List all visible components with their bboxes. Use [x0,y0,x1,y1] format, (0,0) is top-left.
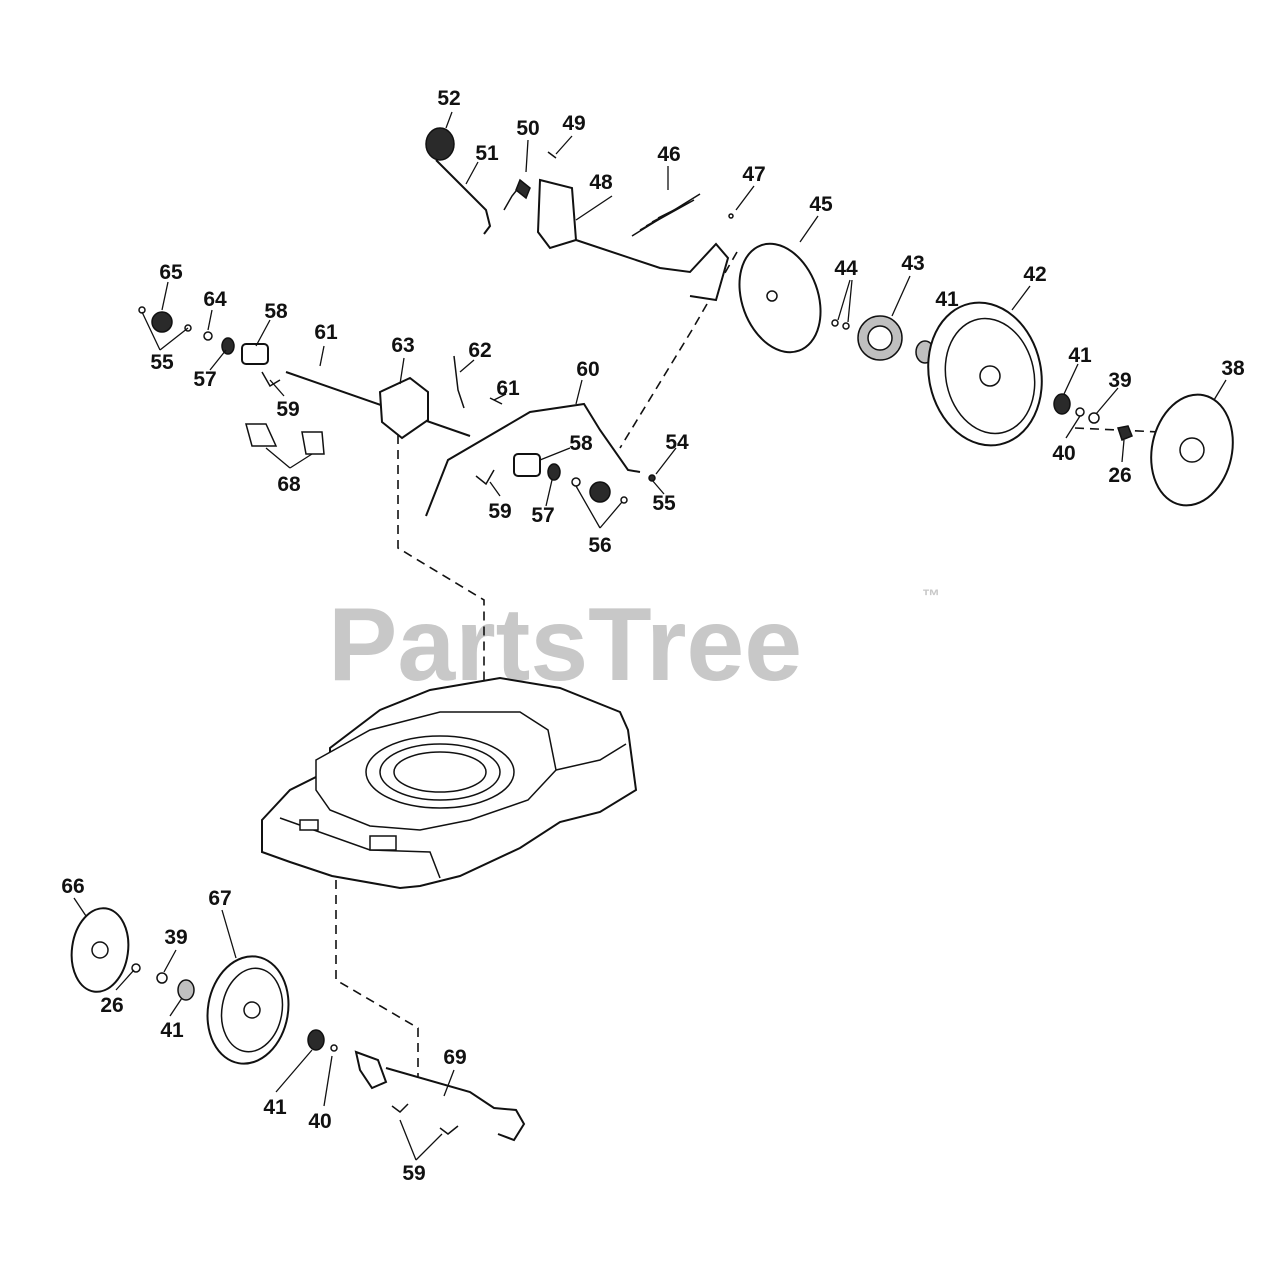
callout-62: 62 [468,339,491,362]
callout-48: 48 [589,171,613,194]
callout-66: 66 [61,875,84,898]
callout-41-front-inner: 41 [160,1019,184,1042]
watermark-trademark: ™ [922,586,940,606]
callout-63: 63 [391,334,414,357]
lever-assembly [425,127,734,302]
callout-55-right: 55 [652,492,676,515]
callout-61-right: 61 [496,377,520,400]
callout-68: 68 [277,473,301,496]
callout-26-rear: 26 [1108,464,1131,487]
callout-41-front-outer: 41 [263,1096,287,1119]
callout-40-front: 40 [308,1110,331,1133]
callout-61-left: 61 [314,321,338,344]
callout-45: 45 [809,193,833,216]
callout-labels: 52 51 50 49 48 46 47 45 44 43 42 41 41 3… [61,87,1245,1185]
callout-41-rear-inner: 41 [935,288,959,311]
leader-lines [73,111,1227,1161]
callout-50: 50 [516,117,539,140]
callout-59-left: 59 [276,398,299,421]
callout-54: 54 [665,431,689,454]
callout-43: 43 [901,252,924,275]
callout-55-left: 55 [150,351,174,374]
callout-57-right: 57 [531,504,554,527]
callout-59-mid: 59 [488,500,511,523]
callout-44: 44 [834,257,858,280]
callout-58-right: 58 [569,432,593,455]
watermark: PartsTree ™ [328,586,940,703]
callout-47: 47 [742,163,765,186]
callout-38: 38 [1221,357,1245,380]
callout-42: 42 [1023,263,1046,286]
rear-right-wheel-assembly [738,242,1234,507]
front-left-wheel-assembly [70,907,526,1142]
callout-46: 46 [657,143,680,166]
mower-deck [261,676,638,890]
callout-65: 65 [159,261,183,284]
callout-60: 60 [576,358,599,381]
callout-49: 49 [562,112,585,135]
callout-58-left: 58 [264,300,288,323]
callout-51: 51 [475,142,499,165]
watermark-text: PartsTree [328,587,802,703]
callout-59-bottom: 59 [402,1162,425,1185]
callout-26-front: 26 [100,994,123,1017]
callout-67: 67 [208,887,231,910]
callout-52: 52 [437,87,460,110]
callout-39-rear: 39 [1108,369,1131,392]
callout-57-left: 57 [193,368,216,391]
callout-41-rear-outer: 41 [1068,344,1092,367]
drive-axle-assembly [138,306,656,517]
callout-64: 64 [203,288,227,311]
callout-40-rear: 40 [1052,442,1075,465]
callout-56: 56 [588,534,611,557]
callout-39-front: 39 [164,926,187,949]
callout-69: 69 [443,1046,466,1069]
